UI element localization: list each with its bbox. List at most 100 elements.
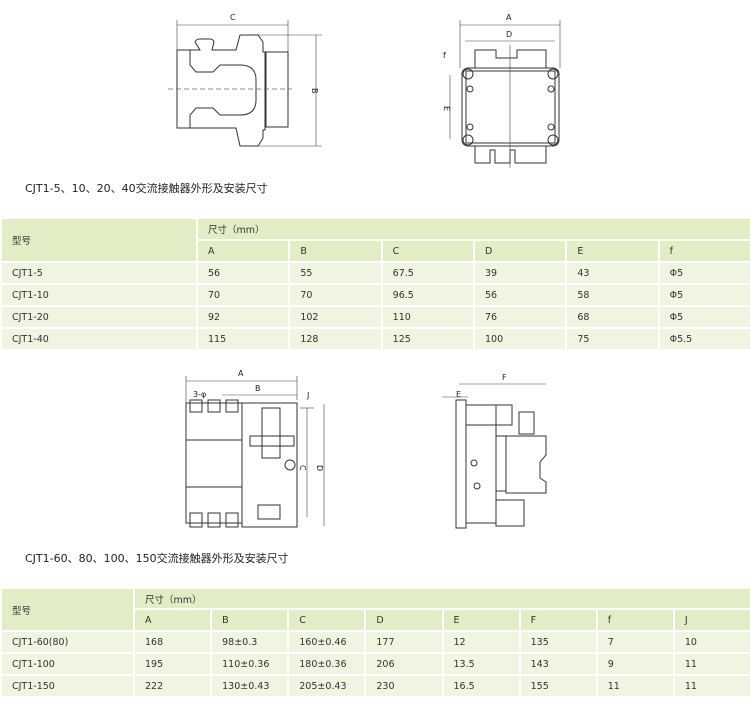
value-cell: 13.5 [441, 652, 521, 676]
value-cell: 125 [380, 327, 475, 351]
value-cell: 7 [595, 630, 675, 654]
drawing-cjt1-large-side: F E [442, 373, 547, 529]
model-cell: CJT1-40 [0, 327, 198, 351]
column-header: J [672, 608, 750, 632]
value-cell: 205±0.43 [287, 674, 367, 698]
value-cell: 110±0.36 [210, 652, 290, 676]
value-cell: 70 [195, 283, 291, 307]
value-cell: 43 [565, 261, 660, 285]
value-cell: 98±0.3 [210, 630, 290, 654]
model-header: 型号 [0, 587, 135, 632]
dim-label-c2: C [298, 465, 307, 471]
column-header: f [595, 608, 675, 632]
section1-title: CJT1-5、10、20、40交流接触器外形及安装尺寸 [25, 182, 268, 195]
model-cell: CJT1-5 [0, 261, 198, 285]
column-header: E [565, 239, 660, 263]
dim-label-holes: 3-φ [193, 390, 206, 399]
value-cell: 68 [565, 305, 660, 329]
value-cell: Φ5.5 [657, 327, 750, 351]
value-cell: 128 [288, 327, 383, 351]
value-cell: 39 [472, 261, 568, 285]
value-cell: 55 [288, 261, 383, 285]
value-cell: 67.5 [380, 261, 475, 285]
value-cell: 143 [518, 652, 598, 676]
model-cell: CJT1-20 [0, 305, 198, 329]
dims-header: 尺寸（mm） [133, 587, 750, 610]
dim-label-f2: F [502, 373, 507, 382]
model-cell: CJT1-150 [0, 674, 135, 698]
value-cell: 177 [364, 630, 444, 654]
column-header: C [380, 239, 475, 263]
value-cell: 135 [518, 630, 598, 654]
dim-label-e: E [442, 106, 451, 111]
value-cell: 230 [364, 674, 444, 698]
column-header: B [288, 239, 383, 263]
value-cell: Φ5 [657, 305, 750, 329]
value-cell: 76 [472, 305, 568, 329]
value-cell: 180±0.36 [287, 652, 367, 676]
value-cell: 206 [364, 652, 444, 676]
value-cell: 160±0.46 [287, 630, 367, 654]
model-header: 型号 [0, 217, 198, 263]
value-cell: 9 [595, 652, 675, 676]
value-cell: 168 [132, 630, 213, 654]
dim-label-b: B [310, 88, 319, 94]
dims-header: 尺寸（mm） [196, 217, 750, 241]
dim-label-c: C [230, 13, 236, 22]
value-cell: 195 [132, 652, 213, 676]
value-cell: 92 [195, 305, 291, 329]
dim-label-f: f [443, 51, 446, 60]
value-cell: 58 [565, 283, 660, 307]
value-cell: 11 [672, 652, 750, 676]
value-cell: 75 [565, 327, 660, 351]
value-cell: 96.5 [380, 283, 475, 307]
value-cell: 56 [195, 261, 291, 285]
value-cell: 11 [595, 674, 675, 698]
drawing-cjt1-small-front: A D f E [442, 13, 561, 168]
value-cell: 115 [195, 327, 291, 351]
column-header: A [132, 608, 213, 632]
column-header: f [657, 239, 750, 263]
dim-label-e2: E [456, 390, 461, 399]
dim-label-d: D [506, 30, 512, 39]
value-cell: 100 [472, 327, 568, 351]
value-cell: 11 [672, 674, 750, 698]
value-cell: 56 [472, 283, 568, 307]
column-header: E [441, 608, 521, 632]
value-cell: Φ5 [657, 283, 750, 307]
drawing-cjt1-small-side: C B [168, 13, 322, 147]
column-header: A [195, 239, 291, 263]
value-cell: 222 [132, 674, 213, 698]
dim-label-a: A [506, 13, 512, 22]
value-cell: 110 [380, 305, 475, 329]
dim-label-a2: A [238, 369, 244, 378]
dim-label-j: J [306, 391, 309, 400]
model-cell: CJT1-100 [0, 652, 135, 676]
column-header: C [287, 608, 367, 632]
column-header: D [472, 239, 568, 263]
value-cell: Φ5 [657, 261, 750, 285]
value-cell: 102 [288, 305, 383, 329]
drawing-cjt1-large-front: A B 3-φ J C D [185, 369, 325, 528]
dim-label-b2: B [255, 384, 261, 393]
model-cell: CJT1-10 [0, 283, 198, 307]
section2-title: CJT1-60、80、100、150交流接触器外形及安装尺寸 [25, 552, 289, 565]
column-header: F [518, 608, 598, 632]
value-cell: 70 [288, 283, 383, 307]
column-header: D [364, 608, 444, 632]
dim-label-d2: D [315, 465, 324, 471]
value-cell: 16.5 [441, 674, 521, 698]
value-cell: 130±0.43 [210, 674, 290, 698]
value-cell: 10 [672, 630, 750, 654]
column-header: B [210, 608, 290, 632]
